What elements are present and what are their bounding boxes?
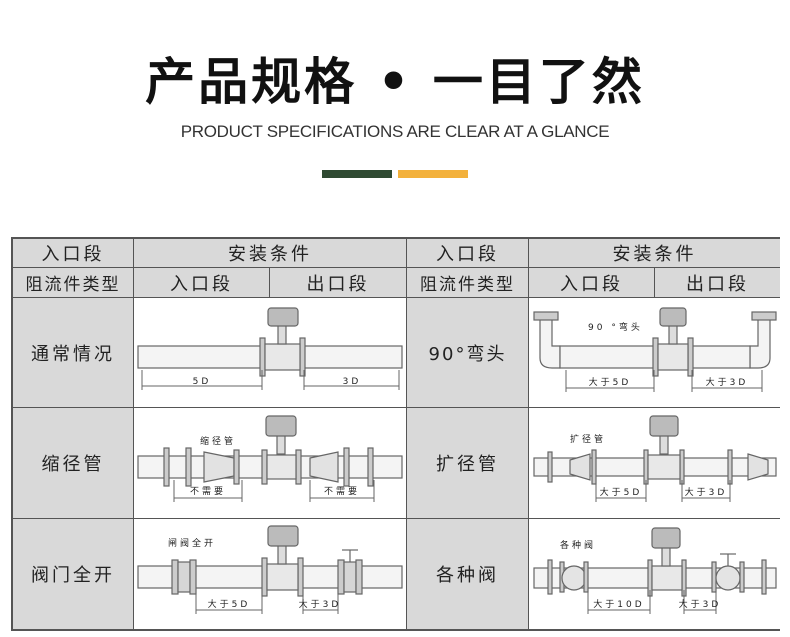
flowmeter-body	[656, 343, 689, 371]
elbow-note-label: 90 °弯头	[588, 321, 643, 333]
right-type-header: 阻流件类型	[407, 268, 529, 298]
valve	[714, 564, 741, 591]
row1-left-label: 通常情况	[13, 298, 134, 408]
transmitter-head	[267, 524, 299, 547]
right-inlet-header: 入口段	[407, 239, 529, 268]
downstream-length-label: 大于3D	[299, 598, 342, 610]
downstream-length-label: 大于3D	[705, 376, 748, 388]
gate-valve	[177, 560, 191, 593]
accent-bar-green	[322, 170, 392, 178]
valve	[343, 560, 357, 593]
downstream-length-label: 大于3D	[678, 598, 721, 610]
flowmeter-body	[266, 562, 299, 591]
gate-valve-note-label: 闸阀全开	[168, 537, 216, 549]
various-valves-note-label: 各种阀	[560, 539, 596, 551]
transmitter-head	[265, 415, 297, 437]
flowmeter-body	[266, 454, 297, 480]
left-type-header: 阻流件类型	[13, 268, 134, 298]
elbow-right	[748, 315, 771, 369]
page-subtitle: PRODUCT SPECIFICATIONS ARE CLEAR AT A GL…	[180, 122, 610, 141]
meter-neck	[277, 323, 287, 345]
downstream-length-label: 不需要	[324, 486, 360, 497]
transmitter-head	[648, 415, 679, 437]
flowmeter-body	[650, 564, 683, 591]
row3-left-diagram: 闸阀全开 大于5D 大于3D	[134, 519, 407, 629]
transmitter-head	[650, 526, 681, 549]
downstream-length-label: 3D	[343, 377, 362, 387]
page-title: 产品规格 • 一目了然	[145, 53, 645, 111]
row1-right-label: 90°弯头	[407, 298, 529, 408]
pipe-diagram-various-valves: 各种阀 大于10D 大于3D	[532, 526, 777, 614]
left-inlet-sub: 入口段	[134, 268, 270, 298]
left-outlet-sub: 出口段	[270, 268, 407, 298]
left-inlet-header: 入口段	[13, 239, 134, 268]
upstream-length-label: 5D	[193, 377, 212, 387]
right-outlet-sub: 出口段	[655, 268, 780, 298]
transmitter-head	[267, 307, 299, 327]
right-inlet-sub: 入口段	[529, 268, 655, 298]
row3-right-diagram: 各种阀 大于10D 大于3D	[529, 519, 780, 629]
row3-right-label: 各种阀	[407, 519, 529, 629]
pipe-diagram-straight: 5D 3D	[137, 307, 403, 390]
row1-right-diagram: 90 °弯头 大于5D 大于3D	[529, 298, 780, 408]
pipe-diagram-reducer: 缩径管 不需要 不需要	[137, 415, 403, 502]
spec-table: 入口段 安装条件 入口段 安装条件 阻流件类型 入口段 出口段 阻流件类型 入口…	[11, 237, 780, 631]
upstream-length-label: 大于10D	[593, 598, 644, 610]
reducer-note-label: 缩径管	[200, 435, 236, 447]
expander-note-label: 扩径管	[570, 433, 606, 445]
elbow-left	[538, 315, 561, 369]
upstream-length-label: 大于5D	[208, 598, 251, 610]
left-install-header: 安装条件	[134, 239, 407, 268]
expander-cone	[568, 453, 591, 481]
row2-left-label: 缩径管	[13, 408, 134, 519]
row3-left-label: 阀门全开	[13, 519, 134, 629]
row2-right-label: 扩径管	[407, 408, 529, 519]
transmitter-head	[658, 307, 687, 327]
ball-valve	[560, 564, 587, 591]
pipe-diagram-expander: 扩径管 大于5D 大于3D	[532, 415, 777, 502]
row2-right-diagram: 扩径管 大于5D 大于3D	[529, 408, 780, 519]
flowmeter-body	[646, 454, 681, 480]
flowmeter-body	[264, 343, 301, 371]
accent-bar-yellow	[398, 170, 468, 178]
right-install-header: 安装条件	[529, 239, 780, 268]
upstream-length-label: 大于5D	[588, 376, 631, 388]
downstream-length-label: 大于3D	[684, 486, 727, 498]
row2-left-diagram: 缩径管 不需要 不需要	[134, 408, 407, 519]
reducer-cone	[203, 451, 235, 483]
row1-left-diagram: 5D 3D	[134, 298, 407, 408]
pipe-diagram-gate-valve: 闸阀全开 大于5D 大于3D	[137, 524, 403, 614]
pipe-diagram-elbow: 90 °弯头 大于5D 大于3D	[532, 307, 777, 392]
upstream-length-label: 大于5D	[599, 486, 642, 498]
upstream-length-label: 不需要	[190, 486, 226, 497]
expander-cone	[309, 451, 339, 483]
